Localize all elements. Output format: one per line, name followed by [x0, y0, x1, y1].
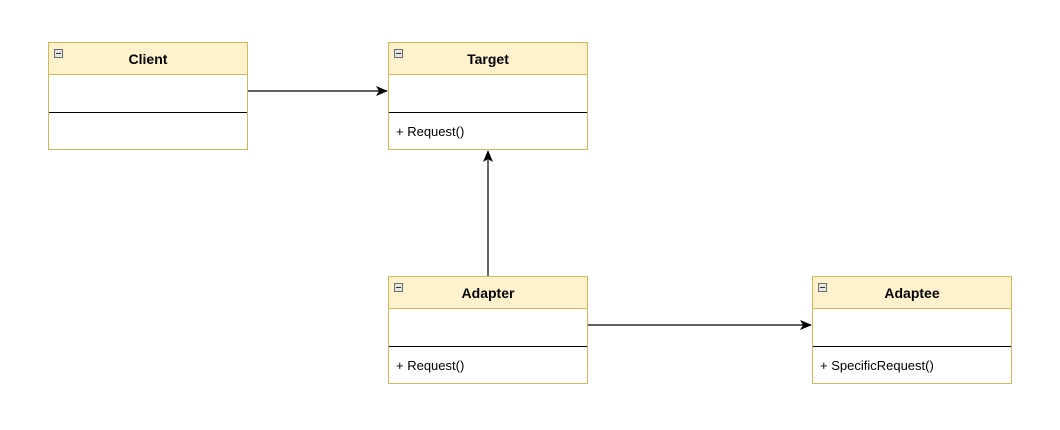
- class-target[interactable]: Target + Request(): [388, 42, 588, 150]
- class-adapter-attributes: [389, 309, 587, 347]
- collapse-icon[interactable]: [818, 283, 827, 292]
- class-target-attributes: [389, 75, 587, 113]
- class-client-methods: [49, 113, 247, 150]
- class-adaptee-methods: + SpecificRequest(): [813, 347, 1011, 384]
- method-specific-request: + SpecificRequest(): [820, 358, 934, 373]
- class-adapter-title: Adapter: [461, 284, 515, 301]
- class-client-title: Client: [128, 50, 168, 67]
- collapse-icon[interactable]: [54, 49, 63, 58]
- class-adaptee[interactable]: Adaptee + SpecificRequest(): [812, 276, 1012, 384]
- method-request: + Request(): [396, 358, 465, 373]
- class-adaptee-attributes: [813, 309, 1011, 347]
- class-adapter[interactable]: Adapter + Request(): [388, 276, 588, 384]
- class-target-header[interactable]: Target: [389, 43, 587, 75]
- class-adapter-header[interactable]: Adapter: [389, 277, 587, 309]
- class-client[interactable]: Client: [48, 42, 248, 150]
- method-request: + Request(): [396, 124, 465, 139]
- collapse-icon[interactable]: [394, 49, 403, 58]
- class-adapter-methods: + Request(): [389, 347, 587, 384]
- class-adaptee-header[interactable]: Adaptee: [813, 277, 1011, 309]
- class-client-attributes: [49, 75, 247, 113]
- class-adaptee-title: Adaptee: [884, 284, 940, 301]
- class-target-methods: + Request(): [389, 113, 587, 150]
- class-client-header[interactable]: Client: [49, 43, 247, 75]
- class-target-title: Target: [467, 50, 509, 67]
- collapse-icon[interactable]: [394, 283, 403, 292]
